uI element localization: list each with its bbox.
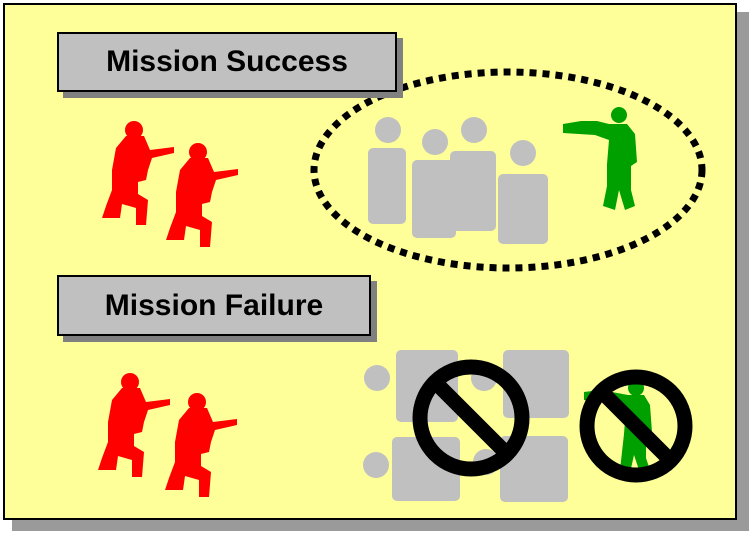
enemy-soldier-icon (102, 121, 174, 225)
mission-success-label: Mission Success (57, 32, 397, 92)
no-sign-icon (579, 369, 693, 483)
enemy-soldier-icon (165, 393, 237, 497)
protected-zone-ellipse (310, 68, 706, 272)
enemy-soldier-icon (166, 143, 238, 247)
mission-failure-label: Mission Failure (57, 275, 371, 336)
friendly-soldier-icon (563, 107, 637, 210)
enemy-soldier-icon (98, 373, 170, 477)
no-sign-icon (412, 359, 530, 477)
civilians-icon (368, 117, 548, 244)
